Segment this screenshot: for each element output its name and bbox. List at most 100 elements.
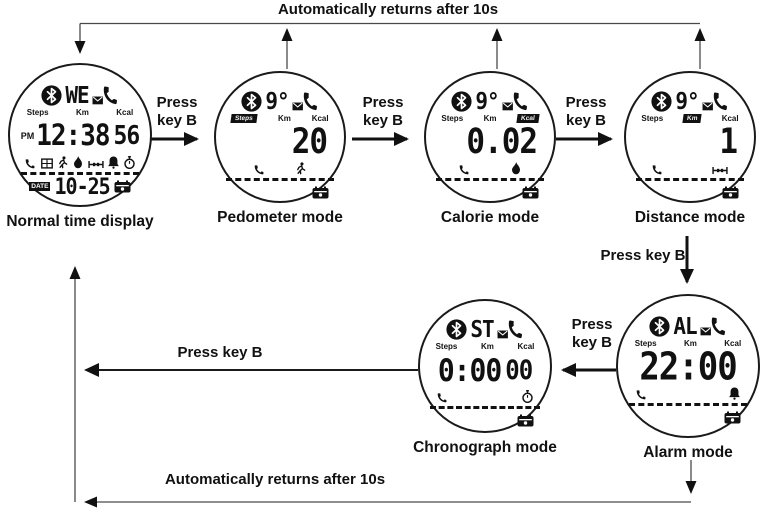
watch-normal-time: WE Steps Km Kcal PM 12:38 56 (6, 63, 154, 231)
calendar-icon (312, 186, 329, 198)
press-line1: Press (571, 316, 613, 333)
date-row: DATE 10-25 (27, 173, 133, 199)
bluetooth-icon (446, 318, 467, 340)
stopwatch-icon (522, 390, 533, 403)
chrono-seconds: 00 (505, 354, 533, 386)
bell-icon (108, 156, 119, 169)
watch-chronograph: ST Steps Km Kcal 0:00 00 Chronograph mod… (413, 299, 557, 457)
unit-labels: Steps Km Kcal (230, 114, 329, 123)
auto-return-bottom-label: Automatically returns after 10s (164, 471, 386, 488)
calendar-icon (522, 186, 539, 198)
status-icons-row (437, 390, 533, 403)
auto-return-top-label: Automatically returns after 10s (277, 1, 499, 18)
lcd-divider (629, 403, 747, 406)
watch-face: WE Steps Km Kcal PM 12:38 56 (8, 63, 152, 207)
press-key-b-label: Press key B (560, 316, 624, 352)
unit-km-highlighted: Km (682, 114, 703, 123)
unit-labels: Steps Km Kcal (27, 108, 133, 117)
bluetooth-icon (241, 90, 262, 112)
calorie-digits: 0.02 (466, 121, 538, 163)
watch-caption: Distance mode (634, 209, 746, 226)
unit-steps: Steps (435, 342, 458, 351)
alarm-digits: 22:00 (639, 344, 737, 390)
mode-indicator: 9° (265, 87, 289, 115)
unit-steps-highlighted: Steps (230, 114, 258, 123)
distance-icon (87, 160, 104, 169)
watch-face: 9° Steps Km Kcal 0.02 (424, 71, 556, 203)
phone-icon (26, 159, 35, 169)
unit-labels: Steps Km Kcal (635, 339, 741, 348)
calendar-grid-icon (41, 158, 53, 169)
phone-message-icon (502, 92, 528, 110)
date-row (231, 183, 329, 201)
status-icons-row (254, 162, 305, 175)
flame-icon (74, 156, 82, 169)
press-line2: key B (565, 112, 607, 129)
unit-kcal: Kcal (517, 342, 535, 351)
bluetooth-icon (451, 90, 472, 112)
date-row (436, 411, 535, 429)
time-digits: 12:38 (36, 119, 110, 153)
step-count-display: 20 (225, 121, 335, 163)
date-row (441, 183, 539, 201)
watch-pedometer: 9° Steps Km Kcal 20 Pedometer mode (214, 71, 346, 227)
unit-steps: Steps (441, 114, 464, 123)
press-line1: Press (156, 94, 198, 111)
status-icons-row (459, 162, 520, 175)
mode-indicator: ST (470, 315, 494, 343)
phone-message-icon (292, 92, 318, 110)
unit-km: Km (75, 108, 89, 117)
unit-km: Km (483, 114, 497, 123)
distance-icon (712, 166, 729, 175)
distance-display: 1 (635, 122, 745, 162)
lcd-divider (636, 178, 744, 181)
press-key-b-label: Press key B (145, 94, 209, 130)
watch-face: 9° Steps Km Kcal 1 (624, 71, 756, 203)
status-icons-row (636, 387, 740, 400)
date-tag: DATE (29, 181, 51, 191)
press-key-b-label: Press key B (351, 94, 415, 130)
calendar-icon (724, 411, 741, 423)
watch-caption: Normal time display (6, 213, 154, 230)
step-digits: 20 (291, 121, 328, 163)
bluetooth-icon (41, 84, 62, 106)
bluetooth-icon (651, 90, 672, 112)
calendar-icon (722, 186, 739, 198)
press-line1: Press (565, 94, 607, 111)
watch-calorie: 9° Steps Km Kcal 0.02 Calorie mode (424, 71, 556, 227)
calorie-display: 0.02 (435, 121, 545, 163)
mode-indicator: AL (673, 312, 697, 340)
calendar-icon (517, 414, 534, 426)
runner-icon (59, 156, 68, 169)
bell-icon (728, 387, 740, 400)
chronograph-display: 0:00 00 (429, 352, 541, 389)
date-row (635, 408, 741, 426)
unit-steps: Steps (641, 114, 664, 123)
phone-message-icon (92, 86, 118, 104)
watch-caption: Calorie mode (440, 209, 540, 226)
unit-km: Km (683, 339, 697, 348)
unit-kcal: Kcal (311, 114, 329, 123)
unit-kcal: Kcal (721, 114, 739, 123)
status-icons-row (25, 156, 135, 169)
status-top-row: 9° (651, 88, 728, 114)
unit-kcal: Kcal (724, 339, 742, 348)
lcd-divider (436, 178, 544, 181)
status-top-row: 9° (241, 87, 318, 115)
phone-icon (255, 165, 264, 175)
unit-labels: Steps Km Kcal (641, 114, 739, 123)
press-line2: key B (571, 334, 613, 351)
alarm-time-display: 22:00 (628, 345, 748, 390)
watch-caption: Chronograph mode (413, 439, 557, 456)
phone-message-icon (700, 317, 726, 335)
seconds-digits: 56 (113, 121, 141, 151)
watch-alarm: AL Steps Km Kcal 22:00 Alarm mode (616, 294, 760, 462)
unit-steps: Steps (26, 108, 49, 117)
unit-steps: Steps (634, 339, 657, 348)
status-top-row: WE (41, 82, 118, 108)
bluetooth-icon (649, 315, 670, 337)
calendar-icon (114, 180, 131, 192)
date-digits: 10-25 (54, 172, 110, 200)
unit-labels: Steps Km Kcal (436, 342, 535, 351)
